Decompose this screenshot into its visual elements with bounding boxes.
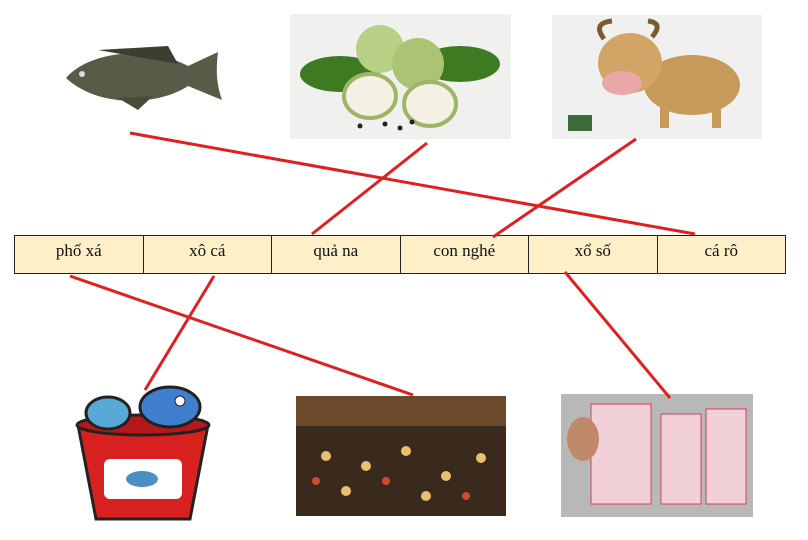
word-table: phố xá xô cá quả na con nghé xổ số cá rô bbox=[14, 235, 786, 274]
word-ca-ro[interactable]: cá rô bbox=[704, 240, 738, 260]
line-buffalo-con-nghe bbox=[492, 137, 637, 239]
custard-apple-image bbox=[290, 14, 511, 139]
word-pho-xa[interactable]: phố xá bbox=[15, 236, 144, 273]
word-con-nghe[interactable]: con nghé bbox=[401, 236, 529, 273]
word-xo-so[interactable]: xổ số bbox=[529, 236, 658, 273]
line-fish-ca-ro bbox=[129, 131, 696, 236]
word-qua-na[interactable]: quả na bbox=[272, 236, 401, 273]
line-traffic-pho-xa bbox=[69, 274, 414, 397]
word-xo-ca[interactable]: xô cá bbox=[144, 236, 272, 273]
line-lottery-xo-so bbox=[563, 271, 672, 399]
line-custard-apple-qua-na bbox=[311, 141, 428, 236]
street-traffic-image bbox=[296, 396, 506, 516]
buffalo-calf-image bbox=[552, 15, 762, 139]
fish-image bbox=[66, 46, 222, 110]
line-bucket-xo-ca bbox=[143, 275, 216, 391]
lottery-tickets-image bbox=[561, 394, 753, 517]
fish-bucket-image bbox=[75, 385, 211, 521]
